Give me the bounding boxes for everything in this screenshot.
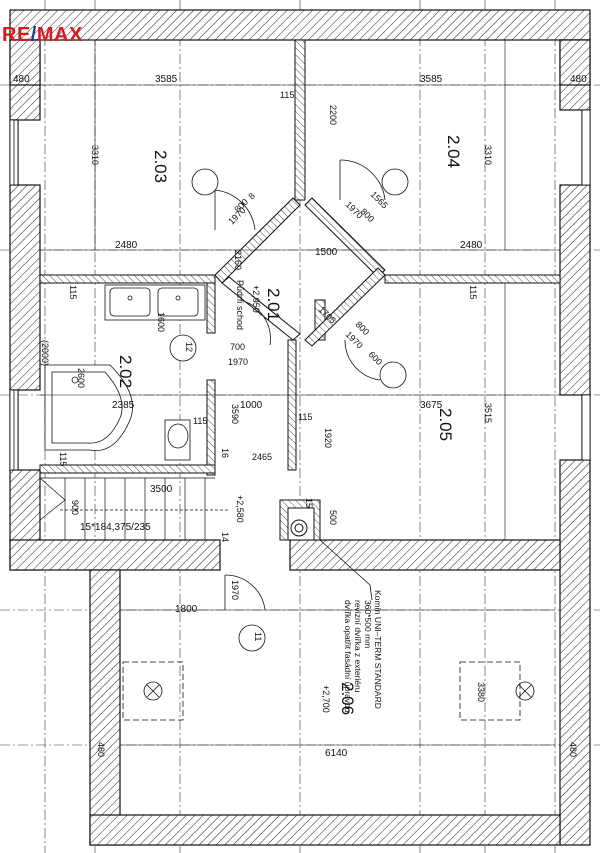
level-2-01: +2,950 [251,285,261,313]
dim-1920: 1920 [323,428,333,448]
attic-stair-label: Půdní schod [235,280,245,330]
windows [9,109,591,471]
dim-3585-l: 3585 [155,74,178,85]
dim-600: 600 [367,349,385,367]
dim-1000: 1000 [240,400,263,411]
dim-8: 8 [246,191,257,202]
door-tag-11: 11 [253,632,263,641]
dim-1600: 1600 [156,312,166,332]
door-tag-12: 12 [184,342,194,352]
door-swings [214,159,386,611]
dim-480-bl: 480 [96,742,106,757]
level-stair: +2,580 [235,495,245,523]
skylights [122,661,535,721]
dim-6140: 6140 [325,748,348,759]
dim-1565: 1565 [369,189,390,210]
dim-3310-l: 3310 [90,145,100,165]
dim-700: 700 [230,342,245,352]
dim-3380: 3380 [476,682,486,702]
dim-115-mid: 115 [298,412,312,422]
interior-walls [39,39,561,541]
dim-480-tl: 480 [13,74,30,85]
outer-walls [9,9,591,846]
dim-2385: 2385 [112,400,135,411]
door-tags [169,168,409,652]
dim-3585-r: 3585 [420,74,443,85]
chimney-note-line-1: Komín UNI–TERM STANDARD [373,590,383,709]
dim-2160: 2160 [233,250,243,270]
level-2-06: +2,700 [321,685,331,713]
dim-2480-r: 2480 [460,240,483,251]
dim-3310-r: 3310 [483,145,493,165]
dim-900: 900 [70,500,80,515]
dimension-lines [10,40,560,746]
room-2-06: 2.06 [338,682,357,715]
dim-3500: 3500 [150,484,173,495]
note-leader [319,539,373,601]
chimney-note-line-4: dvířka opatřit fasádní úpravou [343,600,353,713]
room-2-04: 2.04 [444,135,463,168]
dim-480-tr: 480 [570,74,587,85]
room-2-02: 2.02 [116,355,135,388]
dim-2465: 2465 [252,452,272,462]
dim-3675: 3675 [420,400,443,411]
dim-115-bath: 115 [193,416,207,426]
dim-115-l: 115 [68,285,78,299]
door-tag-15: 15 [304,498,314,508]
stair-spec: 15*184,375/235 [80,522,151,533]
room-2-03: 2.03 [151,150,170,183]
dim-1970-a: 1970 [228,357,248,367]
logo-slash: / [30,24,37,46]
dim-115-mid2: 115 [58,452,68,466]
dim-1500: 1500 [315,247,338,258]
door-tag-14: 14 [220,532,230,542]
remax-logo: RE/MAX [2,24,83,47]
dim-480-br: 480 [568,742,578,757]
chimney-note-line-2: 360*500 mm [363,600,373,648]
dim-2480-l: 2480 [115,240,138,251]
chimney-note-line-3: revizní dvířka z exteriéru [353,600,363,693]
dim-115-top: 115 [280,90,294,100]
dim-2200: 2200 [328,105,338,125]
dim-3515: 3515 [483,403,493,423]
door-tag-16: 16 [220,448,230,458]
dim-500: 500 [328,510,338,525]
room-2-01: 2.01 [264,288,283,321]
staircase [39,477,230,541]
room-2-05: 2.05 [436,408,455,441]
dim-2600: 2600 [76,368,86,388]
dim-3590: 3590 [230,404,240,424]
dim-1970-e: 1970 [230,580,240,600]
chimney [287,507,315,541]
logo-re: RE [2,24,31,46]
dim-1970-d: 1970 [344,199,365,220]
dim-1800: 1800 [175,604,198,615]
dim-115-r: 115 [468,285,478,299]
wc-dim: (2000) [40,340,50,366]
bathroom-fixtures [44,284,206,461]
logo-max: MAX [36,24,83,46]
